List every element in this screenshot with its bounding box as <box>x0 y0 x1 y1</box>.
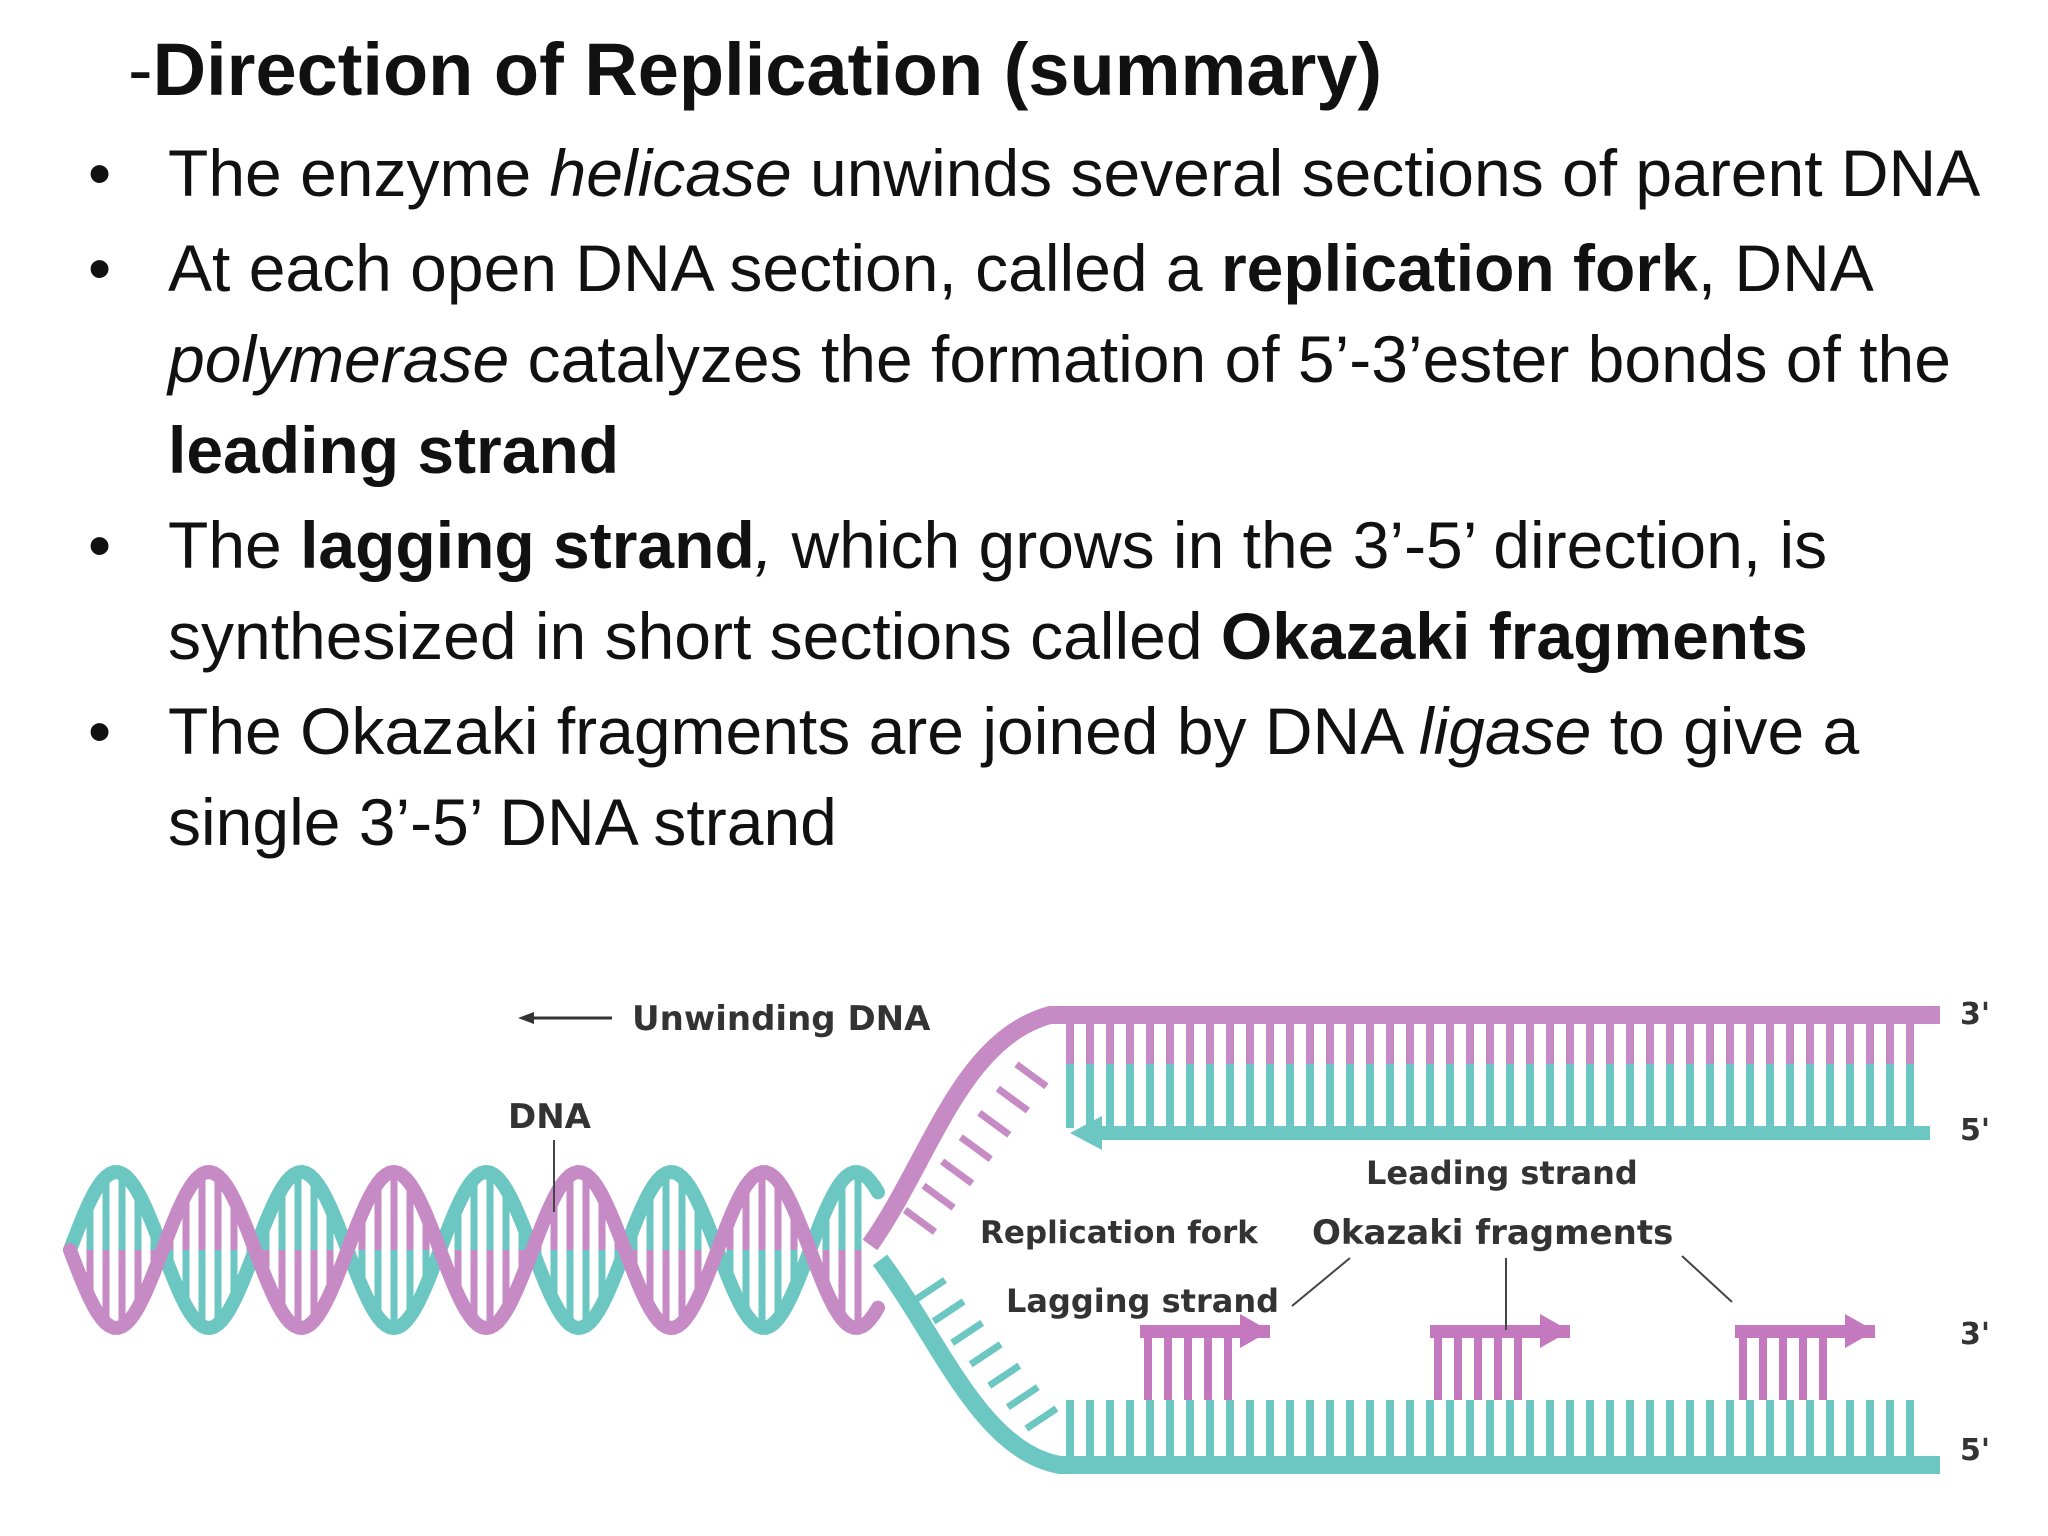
leading-strand-group <box>1066 1024 1930 1150</box>
fork-rung-lower <box>913 1277 947 1303</box>
bullet-text-segment: The <box>168 508 301 582</box>
bullet-text-segment: The enzyme <box>168 136 550 210</box>
label-top-5-prime: 5' <box>1960 1113 1990 1148</box>
okazaki-arrow-icon <box>1845 1314 1875 1348</box>
label-top-3-prime: 3' <box>1960 997 1990 1032</box>
lagging-strand-group <box>1066 1314 1914 1458</box>
okazaki-pointer-3 <box>1681 1255 1733 1303</box>
bullet-text-segment: which grows in the 3’-5’ direction, is s… <box>168 508 1828 673</box>
bullet-text-segment: , DNA <box>1697 231 1871 305</box>
bullet-text-segment: Okazaki fragments <box>1220 599 1808 673</box>
fork-rung-upper <box>902 1207 938 1235</box>
bullet-item: • The Okazaki fragments are joined by DNA… <box>88 686 1988 868</box>
leading-strand-arrow-icon <box>1070 1116 1102 1150</box>
fork-rung-lower <box>1005 1384 1040 1411</box>
fork-rung-lower <box>987 1362 1022 1389</box>
leading-strand-bar <box>1095 1126 1930 1140</box>
slide-title: -Direction of Replication (summary) <box>128 20 1382 120</box>
bullet-text-segment: unwinds several sections of parent DNA <box>791 136 1981 210</box>
bullet-text-segment: polymerase <box>168 322 510 396</box>
label-bottom-3-prime: 3' <box>1960 1317 1990 1352</box>
bullet-list: • The enzyme helicase unwinds several sec… <box>88 128 1988 872</box>
fork-rung-upper <box>958 1134 993 1162</box>
bullet-item: • At each open DNA section, called a repl… <box>88 223 1988 496</box>
dna-replication-diagram: Unwinding DNA DNA Leading strand Replica… <box>63 997 1990 1474</box>
bullet-text-segment: catalyzes the formation of 5’-3’ester bo… <box>509 322 1951 396</box>
fork-rung-upper <box>977 1110 1012 1138</box>
okazaki-arrow-icon <box>1540 1314 1570 1348</box>
fork-rung-upper <box>940 1158 975 1187</box>
bullet-dot-icon: • <box>88 508 112 582</box>
bullet-text-segment: ligase <box>1418 694 1592 768</box>
label-unwinding-dna: Unwinding DNA <box>632 999 931 1039</box>
okazaki-fragment <box>1140 1325 1270 1338</box>
fork-rung-lower <box>950 1319 985 1346</box>
okazaki-pointer-1 <box>1291 1257 1351 1307</box>
bullet-text-segment: to give a single 3’-5’ DNA strand <box>168 694 1860 859</box>
replication-fork <box>862 1006 1940 1474</box>
title-text: Direction of Replication (summary) <box>152 28 1383 111</box>
unwinding-arrowhead-icon <box>518 1012 534 1024</box>
helix-strand-teal <box>63 1164 885 1336</box>
bullet-text-segment: lagging strand <box>300 508 755 582</box>
bullet-text-segment: The Okazaki fragments are joined by DNA <box>168 694 1419 768</box>
fork-rung-lower <box>931 1298 966 1325</box>
fork-rung-upper <box>921 1182 956 1211</box>
label-lagging-strand: Lagging strand <box>1006 1282 1279 1320</box>
label-okazaki-fragments: Okazaki fragments <box>1312 1213 1673 1253</box>
bullet-item: • The lagging strand, which grows in the … <box>88 500 1988 682</box>
okazaki-arrow-icon <box>1240 1314 1270 1348</box>
bullet-text-segment: helicase <box>549 136 792 210</box>
title-dash: - <box>128 28 153 111</box>
bullet-dot-icon: • <box>88 694 112 768</box>
helix-strand-pink <box>63 1164 885 1336</box>
fork-rung-lower <box>968 1341 1003 1368</box>
fork-rung-upper <box>1014 1061 1049 1090</box>
bullet-dot-icon: • <box>88 136 112 210</box>
label-leading-strand: Leading strand <box>1366 1154 1638 1192</box>
label-bottom-5-prime: 5' <box>1960 1433 1990 1468</box>
bullet-text-segment: replication fork <box>1220 231 1698 305</box>
label-replication-fork: Replication fork <box>980 1215 1259 1251</box>
upper-parent-strand <box>862 1006 1940 1251</box>
bullet-dot-icon: • <box>88 231 112 305</box>
bullet-text-segment: leading strand <box>168 413 620 487</box>
okazaki-fragment <box>1430 1325 1570 1338</box>
fork-rung-upper <box>995 1085 1030 1114</box>
bullet-text-segment: , <box>754 508 774 582</box>
fork-rung-lower <box>1024 1405 1059 1432</box>
okazaki-fragment <box>1735 1325 1875 1338</box>
label-dna: DNA <box>508 1097 592 1137</box>
double-helix <box>63 1164 885 1336</box>
bullet-text-segment: At each open DNA section, called a <box>168 231 1221 305</box>
lower-parent-strand <box>872 1254 1940 1474</box>
bullet-item: • The enzyme helicase unwinds several sec… <box>88 128 1988 219</box>
